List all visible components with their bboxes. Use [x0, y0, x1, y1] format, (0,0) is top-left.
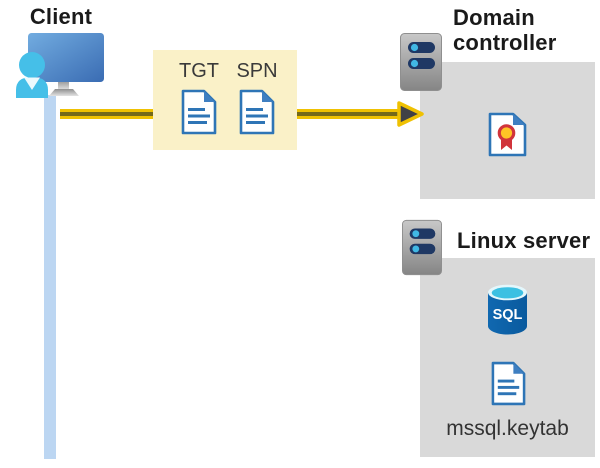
sql-database-icon: SQL: [488, 284, 527, 335]
domain-controller-label: Domain controller: [453, 5, 557, 55]
spn-ticket: SPN: [229, 58, 285, 135]
ticket-box: TGT SPN: [153, 50, 297, 150]
document-icon: [491, 361, 526, 406]
client-label: Client: [29, 4, 93, 29]
linux-server-label: Linux server: [457, 228, 591, 253]
keytab-filename-label: mssql.keytab: [446, 417, 569, 440]
sql-text: SQL: [493, 307, 523, 323]
certificate-icon: [488, 112, 527, 157]
tgt-label: TGT: [179, 60, 219, 82]
monitor-user-icon: [16, 33, 104, 98]
right-arrow-icon: [397, 101, 424, 127]
spn-label: SPN: [236, 60, 278, 82]
tgt-ticket: TGT: [171, 58, 227, 135]
document-icon: [239, 89, 275, 135]
server-tower-icon: [402, 219, 442, 276]
document-icon: [181, 89, 217, 135]
client-timeline-line: [44, 95, 56, 459]
server-tower-icon: [400, 33, 442, 91]
